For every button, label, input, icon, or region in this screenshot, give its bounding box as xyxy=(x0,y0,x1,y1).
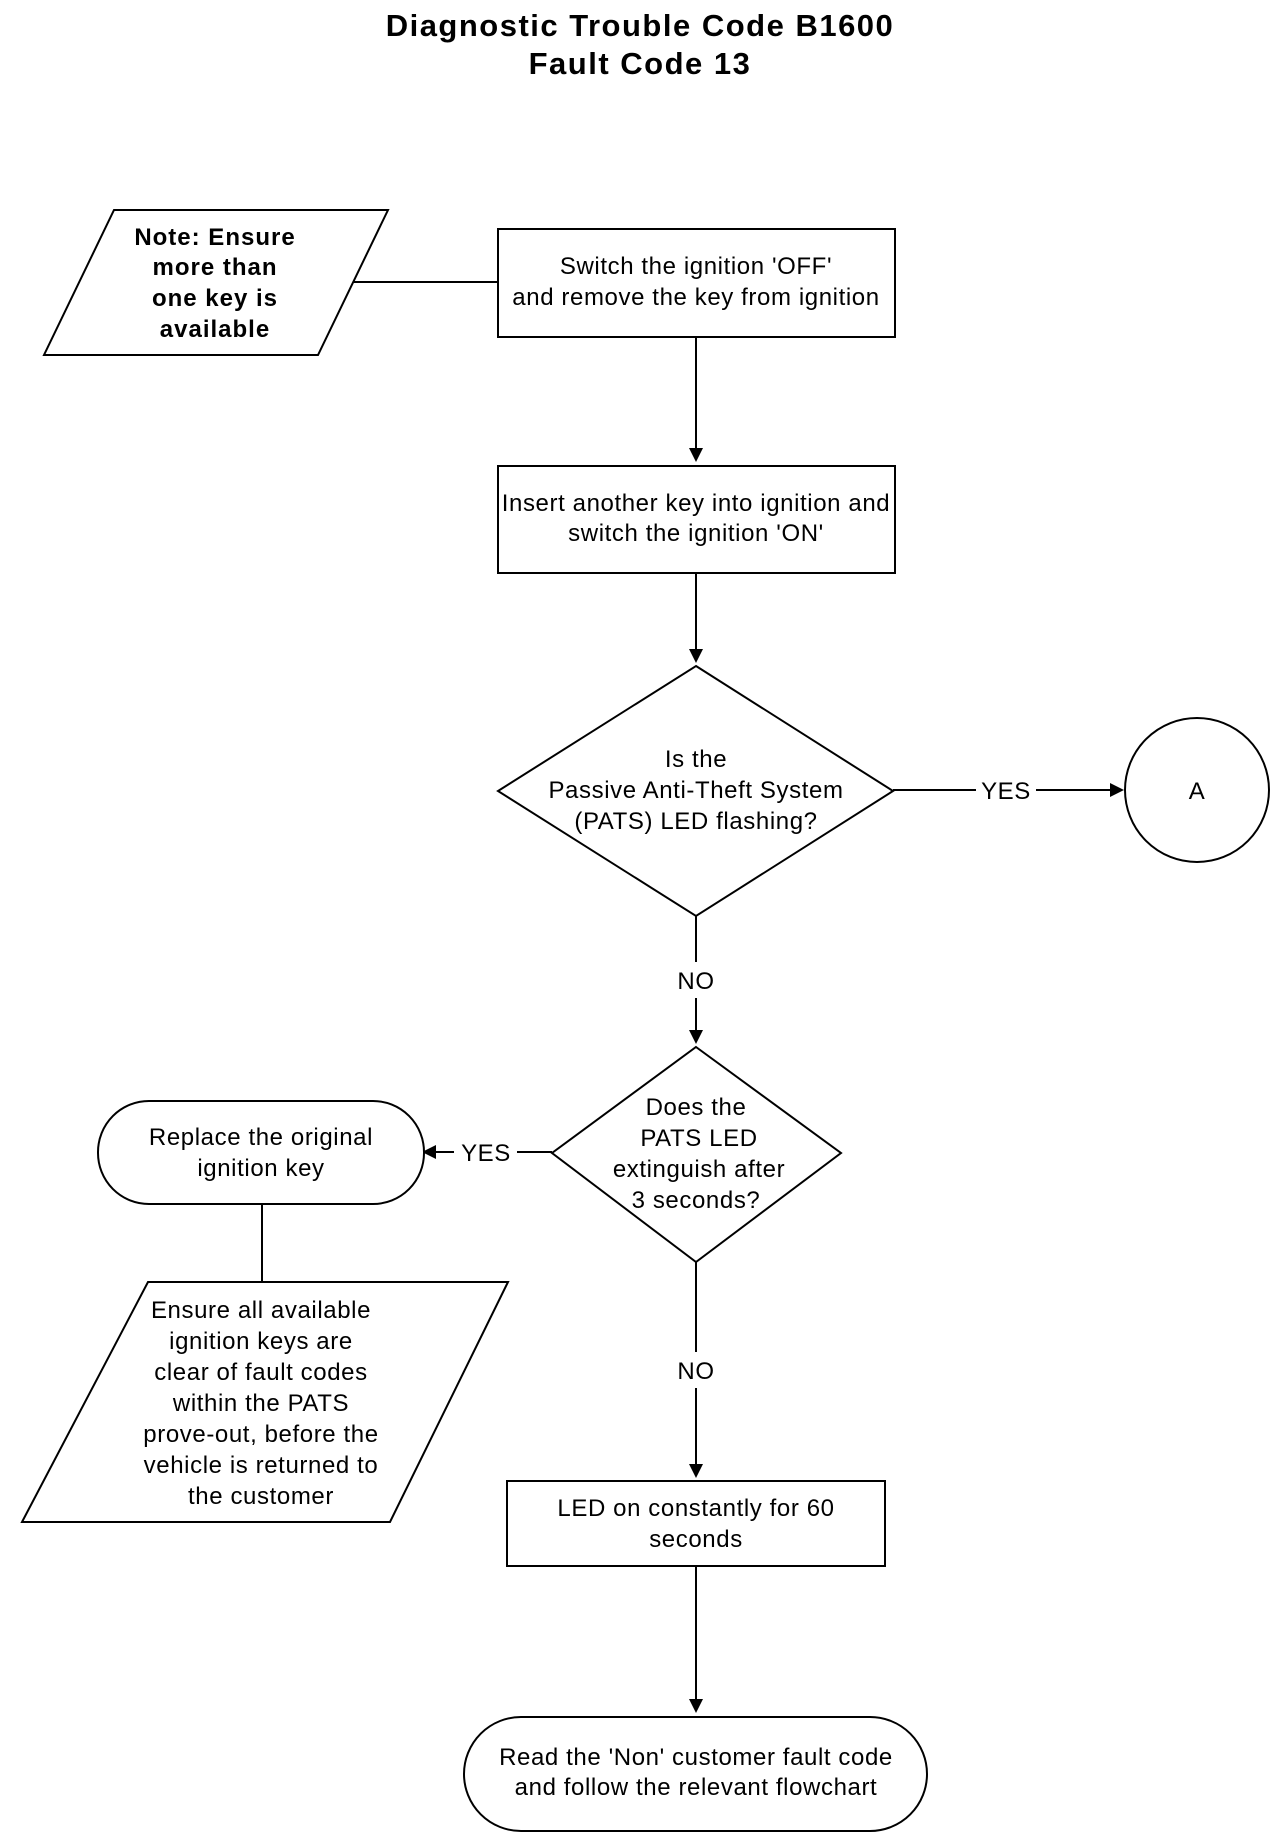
insert-key-text: Insert another key into ignition and swi… xyxy=(502,490,891,547)
led-extinguish-line: 3 seconds? xyxy=(632,1187,761,1214)
edge-label-extinguish-no: NO xyxy=(677,1358,714,1385)
read-code-text: Read the 'Non' customer fault code and f… xyxy=(499,1744,893,1801)
note-line: available xyxy=(160,316,270,343)
ensure-keys-line: vehicle is returned to xyxy=(144,1452,379,1479)
read-code-line: and follow the relevant flowchart xyxy=(515,1774,878,1801)
pats-flashing-line: Is the xyxy=(665,746,727,773)
note-line: one key is xyxy=(152,285,278,312)
switch-off-line: Switch the ignition 'OFF' xyxy=(560,253,832,280)
switch-off-text: Switch the ignition 'OFF' and remove the… xyxy=(512,253,879,311)
pats-flashing-line: (PATS) LED flashing? xyxy=(574,808,817,835)
led-constant-line: seconds xyxy=(649,1526,743,1553)
edge-label-pats-yes: YES xyxy=(981,778,1031,805)
pats-flashing-line: Passive Anti-Theft System xyxy=(548,777,843,804)
led-constant-line: LED on constantly for 60 xyxy=(557,1495,834,1522)
edge-label-pats-no: NO xyxy=(677,968,714,995)
read-code-line: Read the 'Non' customer fault code xyxy=(499,1744,893,1771)
pats-flashing-text: Is the Passive Anti-Theft System (PATS) … xyxy=(548,746,843,835)
replace-key-line: ignition key xyxy=(197,1155,324,1182)
ensure-keys-text: Ensure all available ignition keys are c… xyxy=(143,1297,378,1510)
replace-key-line: Replace the original xyxy=(149,1124,373,1151)
insert-key-line: Insert another key into ignition and xyxy=(502,490,891,517)
led-extinguish-line: PATS LED xyxy=(640,1125,757,1152)
note-parallelogram xyxy=(42,209,390,356)
ensure-keys-line: Ensure all available xyxy=(151,1297,371,1324)
note-text: Note: Ensure more than one key is availa… xyxy=(134,224,295,343)
note-line: Note: Ensure xyxy=(134,224,295,251)
insert-key-line: switch the ignition 'ON' xyxy=(568,520,824,547)
led-constant-box xyxy=(506,1480,886,1567)
diagram-subtitle: Fault Code 13 xyxy=(528,46,752,81)
connector-a-circle xyxy=(1124,717,1270,863)
pats-flashing-diamond xyxy=(496,664,895,918)
note-line: more than xyxy=(152,254,277,281)
edge-label-extinguish-yes: YES xyxy=(461,1140,511,1167)
switch-off-box xyxy=(497,228,896,338)
ensure-keys-line: within the PATS xyxy=(172,1390,349,1417)
diagram-title: Diagnostic Trouble Code B1600 xyxy=(385,8,895,43)
read-code-rounded-box xyxy=(463,1716,928,1832)
replace-key-rounded-box xyxy=(97,1100,425,1205)
led-extinguish-line: extinguish after xyxy=(613,1156,785,1183)
ensure-keys-line: prove-out, before the xyxy=(143,1421,378,1448)
switch-off-line: and remove the key from ignition xyxy=(512,284,879,311)
ensure-keys-line: clear of fault codes xyxy=(154,1359,367,1386)
led-extinguish-diamond xyxy=(550,1045,843,1264)
led-extinguish-text: Does the PATS LED extinguish after 3 sec… xyxy=(613,1094,785,1214)
replace-key-text: Replace the original ignition key xyxy=(149,1124,373,1182)
led-constant-text: LED on constantly for 60 seconds xyxy=(557,1495,834,1553)
ensure-keys-line: ignition keys are xyxy=(169,1328,353,1355)
led-extinguish-line: Does the xyxy=(646,1094,747,1121)
connector-a-label: A xyxy=(1189,778,1206,805)
insert-key-box xyxy=(497,465,896,574)
ensure-keys-parallelogram xyxy=(20,1281,510,1523)
ensure-keys-line: the customer xyxy=(188,1483,334,1510)
